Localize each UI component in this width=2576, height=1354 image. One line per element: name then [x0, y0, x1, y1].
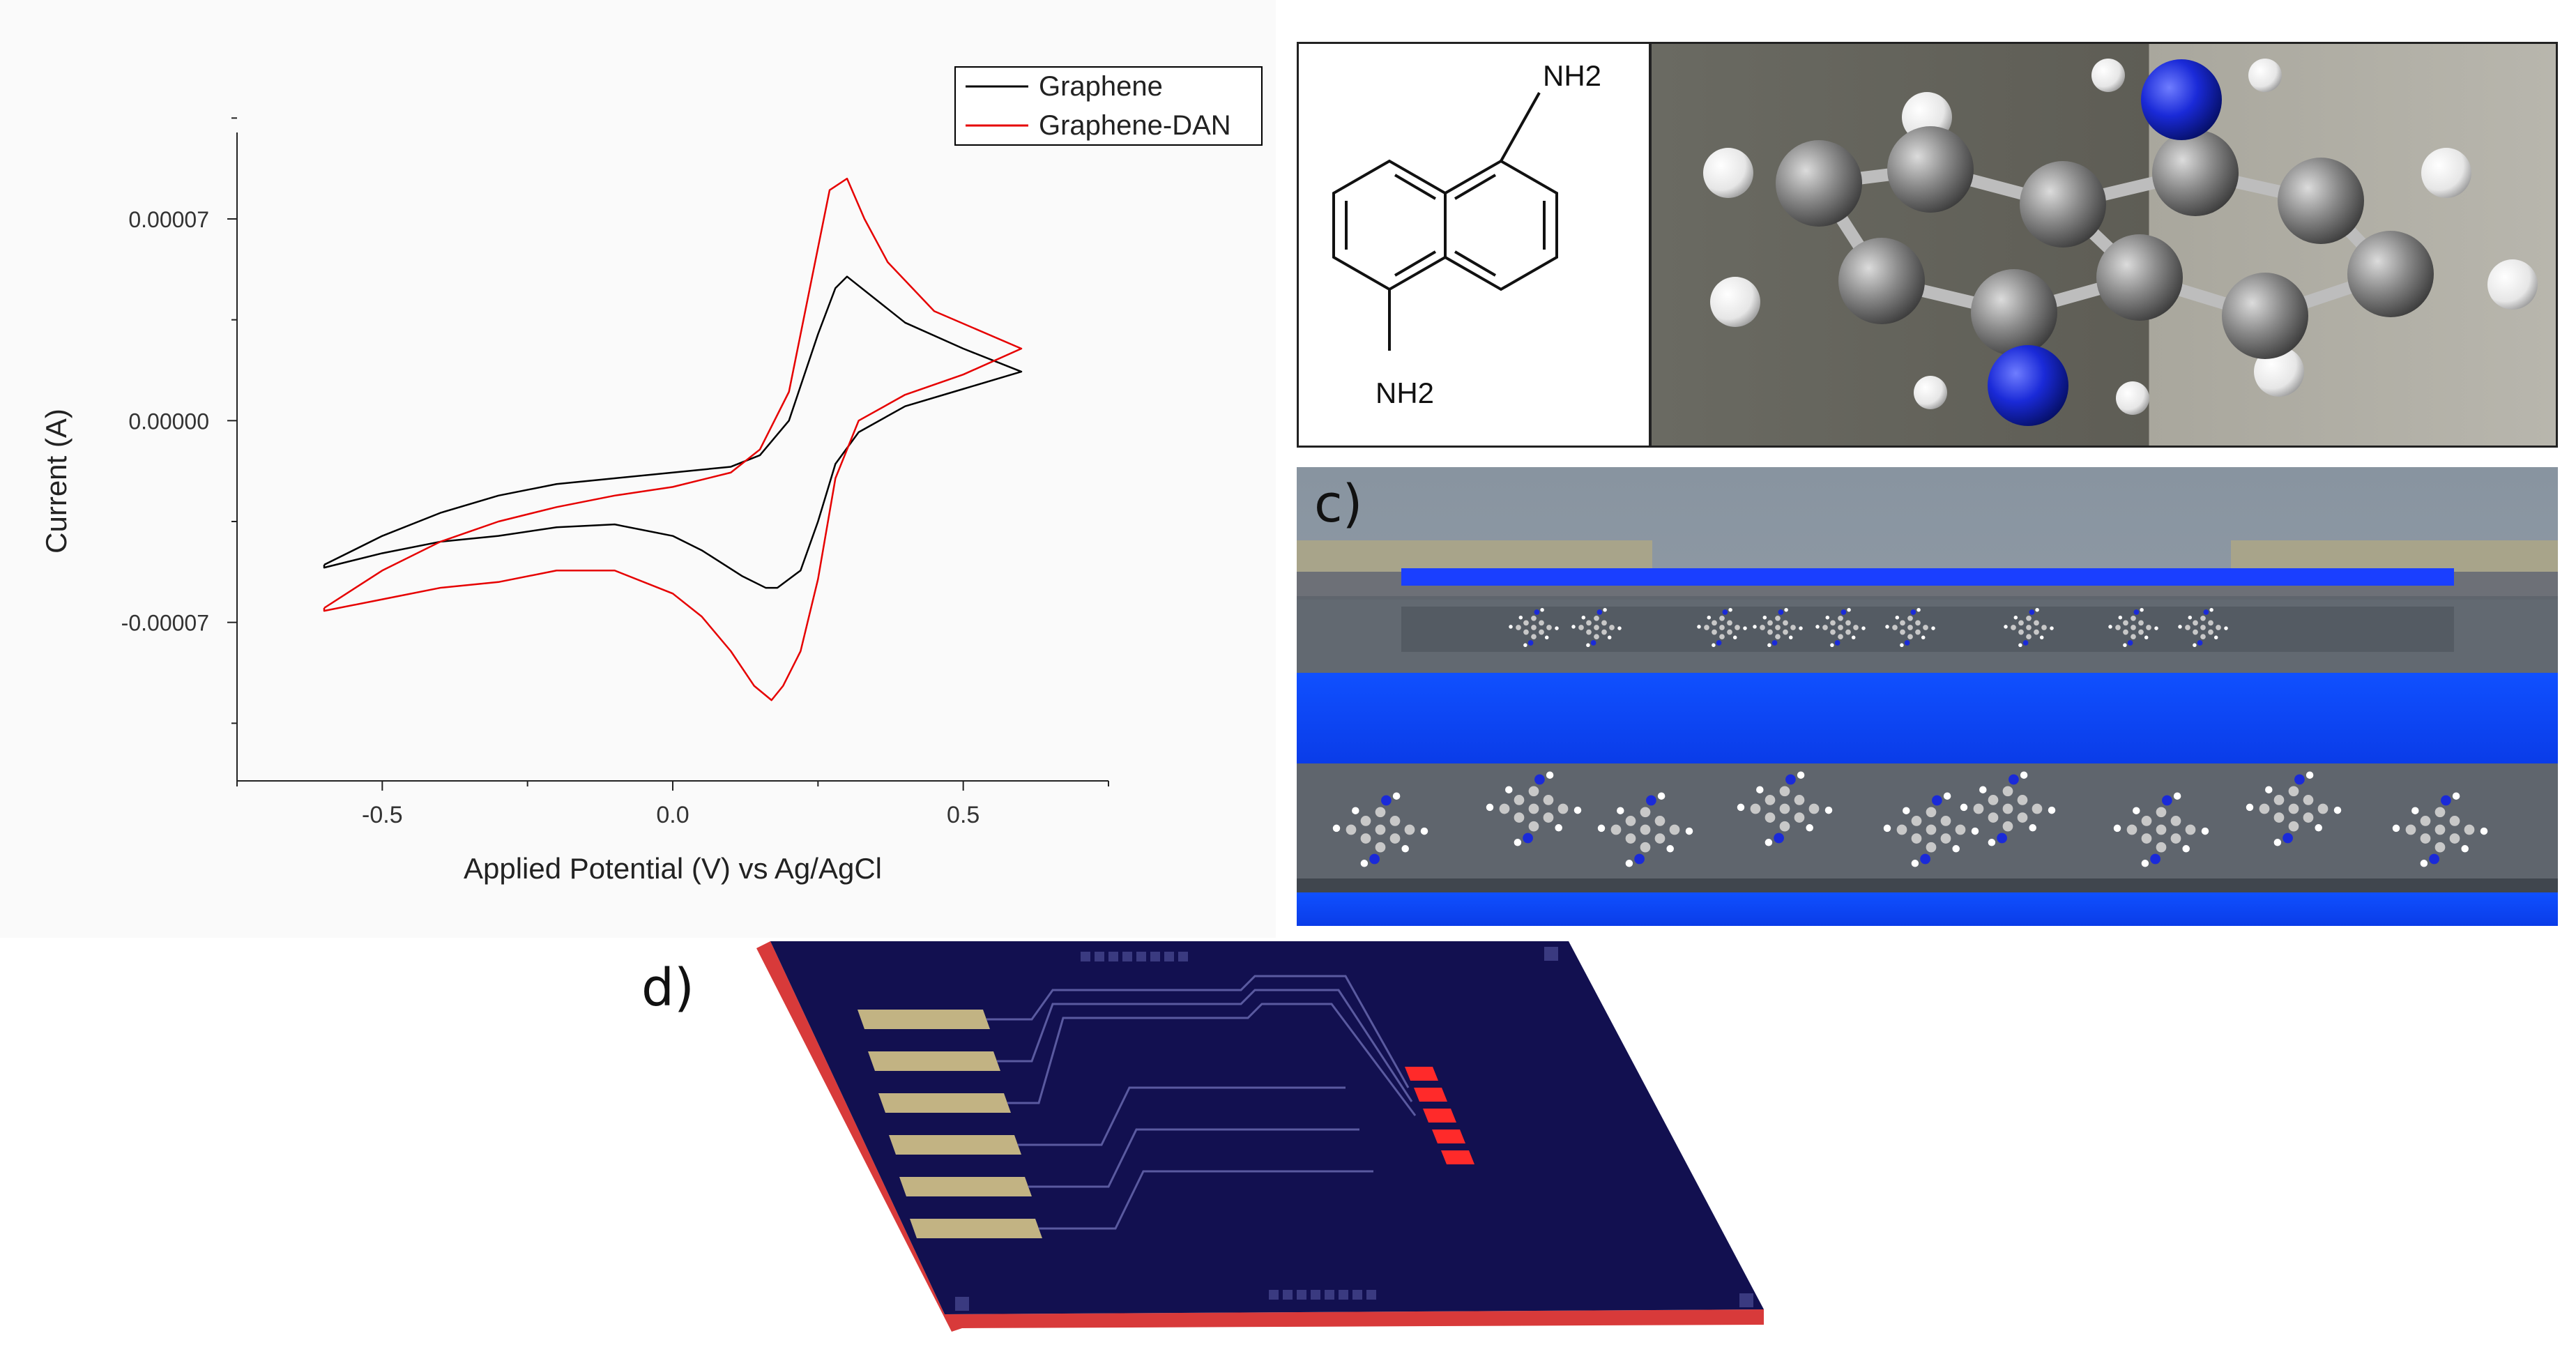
series-line-graphene	[323, 275, 1023, 589]
dan-molecule	[2113, 792, 2209, 867]
dan-molecule	[1960, 771, 2056, 846]
x-tick-label: 0.0	[656, 802, 689, 828]
y-tick-label: -0.00007	[121, 611, 209, 636]
cv-chart: -0.5 0.0 0.5 -0.00007 0.00000 0.00007 Graphen…	[40, 66, 1263, 885]
dan-molecule	[1697, 607, 1747, 648]
dan-molecules-lower-row	[1332, 771, 2488, 867]
dan-molecule	[2246, 771, 2342, 846]
x-tick-label: 0.5	[947, 802, 980, 828]
series-line-graphene-dan	[323, 177, 1023, 701]
sensor-chip-render	[739, 927, 1813, 1346]
dan-molecule	[2392, 792, 2488, 867]
nitrogen-atoms	[1988, 59, 2222, 426]
panel-label-d: d)	[641, 958, 694, 1018]
dan-structural-formula: NH2 NH2	[1297, 42, 1651, 448]
dan-molecule	[1332, 792, 1428, 867]
sensing-elements	[1405, 1067, 1474, 1164]
dan-molecule	[1597, 792, 1693, 867]
dan-molecules-upper-row	[1509, 607, 2228, 648]
legend-label-graphene: Graphene	[1039, 71, 1163, 102]
dan-molecule	[1571, 607, 1622, 648]
x-tick-label: -0.5	[362, 802, 403, 828]
contact-pads	[858, 1010, 1042, 1238]
legend-label-graphene-dan: Graphene-DAN	[1039, 110, 1231, 141]
dan-molecule	[1883, 792, 1979, 867]
dan-3d-model	[1649, 42, 2558, 448]
bottom-amine-label: NH2	[1375, 376, 1434, 409]
signal-traces	[986, 975, 1417, 1230]
dan-molecule	[2108, 607, 2158, 648]
dan-molecule	[2178, 607, 2228, 648]
y-tick-label: 0.00007	[128, 207, 209, 232]
dan-molecule	[1737, 771, 1833, 846]
dan-molecule	[1885, 607, 1935, 648]
top-amine-label: NH2	[1543, 59, 1601, 92]
legend: Graphene Graphene-DAN	[954, 66, 1263, 146]
dan-molecule	[1753, 607, 1803, 648]
chip-top-face	[770, 941, 1764, 1314]
device-cross-section	[1297, 467, 2558, 926]
carbon-atoms	[1776, 126, 2434, 359]
y-axis-title: Current (A)	[40, 409, 73, 554]
dan-molecule	[1509, 607, 1559, 648]
dan-molecule	[1815, 607, 1866, 648]
panel-label-c: c)	[1314, 474, 1363, 534]
dan-molecule	[1486, 771, 1582, 846]
dan-molecule	[2004, 607, 2054, 648]
y-tick-label: 0.00000	[128, 409, 209, 434]
x-axis-title: Applied Potential (V) vs Ag/AgCl	[464, 852, 882, 885]
cv-chart-panel: -0.5 0.0 0.5 -0.00007 0.00000 0.00007 Graphen…	[0, 0, 1276, 938]
